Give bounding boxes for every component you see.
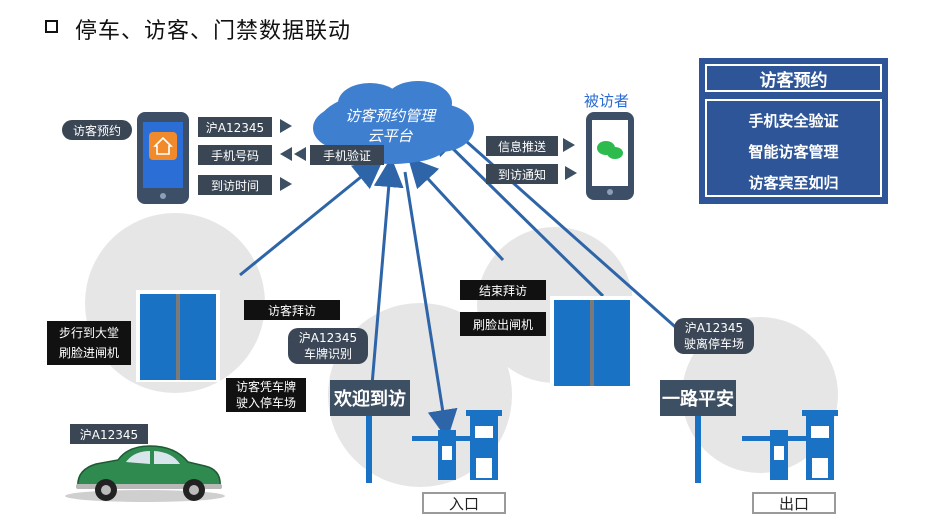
triangle-time — [280, 177, 292, 191]
booking-bubble: 访客预约 — [62, 120, 132, 140]
triangle-plate — [280, 119, 292, 133]
car-plate-tag: 沪A12345 — [70, 424, 148, 444]
lobby-line1: 步行到大堂 — [58, 326, 119, 340]
car-icon — [65, 445, 225, 502]
tag-notify: 到访通知 — [486, 164, 558, 184]
exit-label: 出口 — [752, 492, 836, 514]
host-phone-icon — [586, 112, 634, 200]
tag-time: 到访时间 — [198, 175, 272, 195]
entry-turnstile-icon — [136, 290, 220, 382]
lobby-label: 步行到大堂 刷脸进闸机 — [47, 321, 131, 365]
drive-in-line1: 访客凭车牌 — [235, 380, 296, 394]
tag-push: 信息推送 — [486, 136, 558, 156]
triangle-phone-left2 — [294, 147, 306, 161]
title-square-icon — [45, 20, 58, 33]
panel-body — [705, 99, 882, 197]
visit-label: 访客拜访 — [244, 300, 340, 320]
arrow-lobby-to-cloud — [239, 158, 384, 277]
host-label: 被访者 — [584, 92, 630, 110]
tag-verify: 手机验证 — [310, 145, 384, 165]
arrow-entry-to-cloud — [370, 157, 404, 386]
exit-barrier-icon — [742, 410, 838, 480]
arrow-cloud-to-gate — [403, 171, 458, 440]
cloud-line2: 云平台 — [367, 127, 413, 145]
drive-in-line2: 驶入停车场 — [235, 396, 296, 410]
triangle-notify — [565, 166, 577, 180]
entrance-label: 入口 — [422, 492, 506, 514]
farewell-sign-pole — [695, 395, 701, 483]
entry-plate-line2: 车牌识别 — [303, 347, 352, 361]
exit-plate-line1: 沪A12345 — [684, 321, 744, 335]
tag-plate: 沪A12345 — [198, 117, 272, 137]
welcome-sign: 欢迎到访 — [330, 380, 410, 416]
tag-phone: 手机号码 — [198, 145, 272, 165]
exit-turnstile-icon — [550, 296, 634, 388]
welcome-sign-pole — [366, 395, 372, 483]
panel-title: 访客预约 — [705, 64, 882, 92]
feature-panel — [699, 58, 888, 204]
panel-item-2: 智能访客管理 — [748, 143, 839, 161]
end-visit-label: 结束拜访 — [460, 280, 546, 300]
exit-circle — [682, 317, 838, 473]
drive-in-label: 访客凭车牌 驶入停车场 — [226, 378, 306, 412]
entry-plate-bubble: 沪A12345 车牌识别 — [288, 328, 368, 364]
panel-item-3: 访客宾至如归 — [748, 174, 839, 192]
farewell-sign: 一路平安 — [660, 380, 736, 416]
entry-barrier-icon — [412, 410, 502, 480]
visitor-phone-icon — [137, 112, 189, 204]
cloud-line1: 访客预约管理 — [344, 107, 435, 125]
exit-plate-line2: 驶离停车场 — [683, 337, 744, 351]
arrow-plate-to-cloud — [428, 108, 691, 342]
cloud-label: 访客预约管理 云平台 — [340, 106, 440, 146]
arrow-exitlobby-to-cloud — [407, 156, 505, 262]
exit-gate-label: 刷脸出闸机 — [460, 312, 546, 336]
triangle-push — [563, 138, 575, 152]
triangle-phone-left — [280, 147, 292, 161]
lobby-line2: 刷脸进闸机 — [58, 346, 119, 360]
page-title: 停车、访客、门禁数据联动 — [75, 19, 352, 44]
exit-plate-bubble: 沪A12345 驶离停车场 — [674, 318, 754, 354]
arrow-exit-to-cloud — [429, 125, 605, 298]
panel-item-1: 手机安全验证 — [748, 112, 839, 130]
entry-plate-line1: 沪A12345 — [298, 331, 358, 345]
